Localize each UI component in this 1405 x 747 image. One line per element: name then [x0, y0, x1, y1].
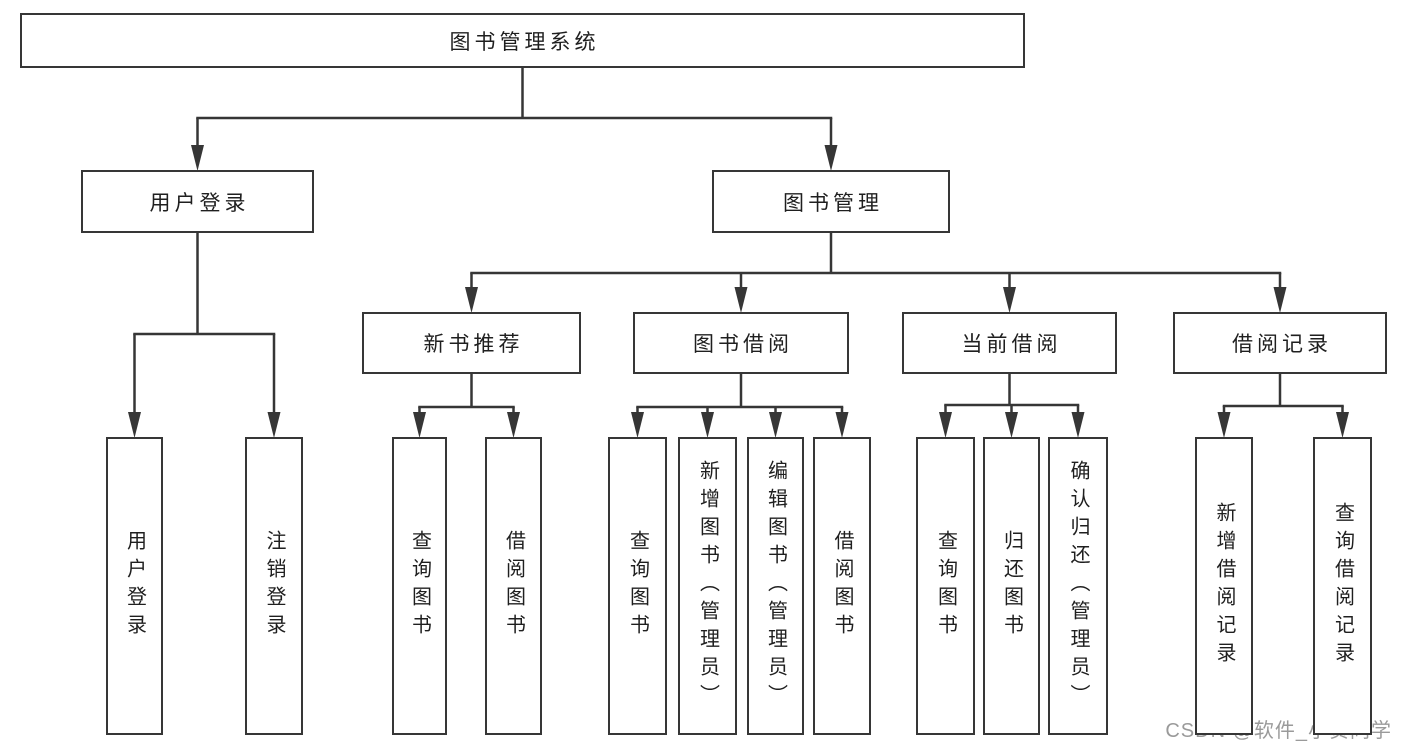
node-root: 图书管理系统	[20, 13, 1025, 68]
node-leaf-add-book: 新增图书（管理员）	[678, 437, 737, 735]
node-leaf-query-book-1: 查询图书	[392, 437, 447, 735]
node-current-borrow: 当前借阅	[902, 312, 1117, 374]
node-leaf-borrow-book-2: 借阅图书	[813, 437, 871, 735]
node-leaf-confirm-return: 确认归还（管理员）	[1048, 437, 1108, 735]
node-book-borrow: 图书借阅	[633, 312, 849, 374]
node-new-book-recommend: 新书推荐	[362, 312, 581, 374]
node-leaf-user-login: 用户登录	[106, 437, 163, 735]
node-leaf-add-borrow-record: 新增借阅记录	[1195, 437, 1253, 735]
node-leaf-query-borrow-record: 查询借阅记录	[1313, 437, 1372, 735]
node-leaf-edit-book: 编辑图书（管理员）	[747, 437, 804, 735]
node-user-login: 用户登录	[81, 170, 314, 233]
node-leaf-logout: 注销登录	[245, 437, 303, 735]
node-leaf-borrow-book-1: 借阅图书	[485, 437, 542, 735]
node-borrow-record: 借阅记录	[1173, 312, 1387, 374]
node-book-management: 图书管理	[712, 170, 950, 233]
node-leaf-query-book-2: 查询图书	[608, 437, 667, 735]
node-leaf-query-book-3: 查询图书	[916, 437, 975, 735]
node-leaf-return-book: 归还图书	[983, 437, 1040, 735]
